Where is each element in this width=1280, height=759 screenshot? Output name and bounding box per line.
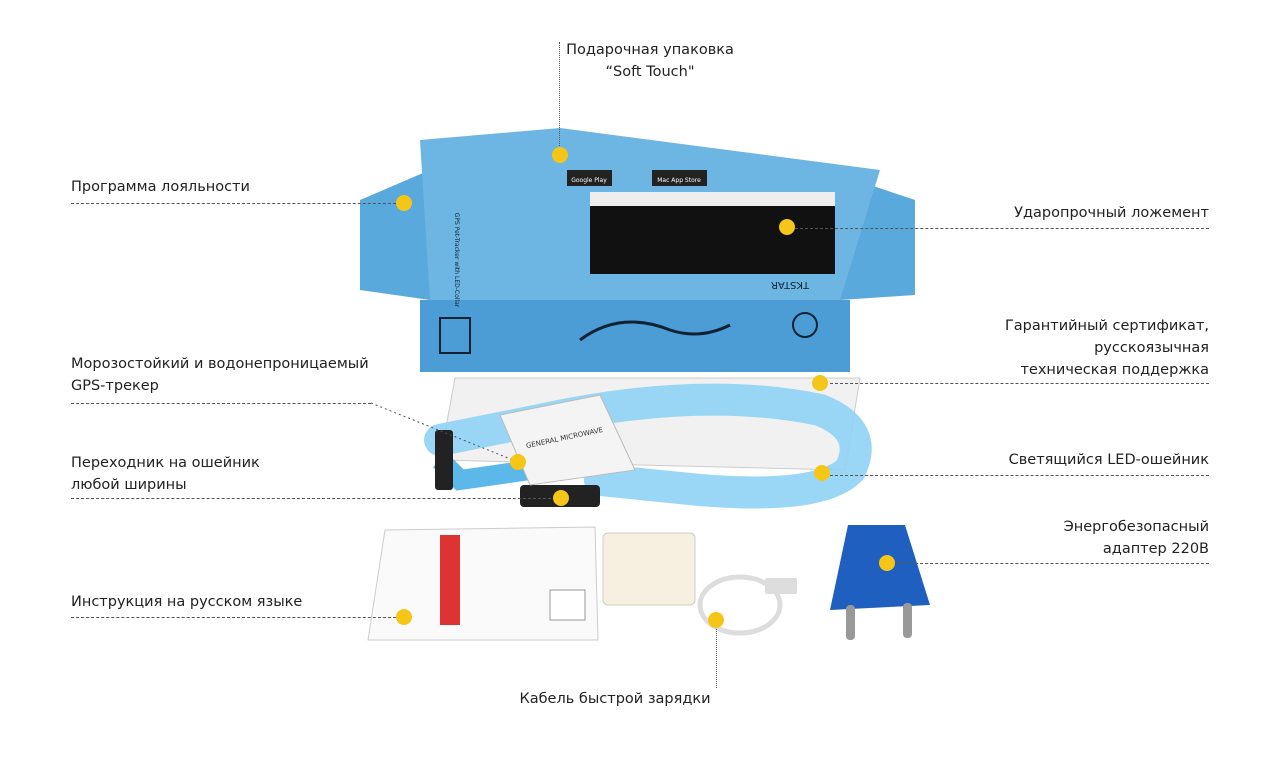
cable-label: Кабель быстрой зарядки	[519, 691, 711, 707]
power-adapter-label-line1: Энергобезопасный	[1063, 519, 1209, 535]
warranty-label-line2: русскоязычная	[1094, 340, 1209, 356]
warranty-leader	[830, 383, 1209, 384]
callout-power-adapter: Энергобезопасный адаптер 220В	[1064, 516, 1209, 560]
manual-marker	[396, 609, 412, 625]
led-collar-leader	[825, 475, 1209, 476]
mac-app-store-badge: Mac App Store	[657, 177, 701, 184]
gift-box-label-line1: Подарочная упаковка	[566, 42, 734, 58]
callout-warranty: Гарантийный сертификат, русскоязычная те…	[1005, 315, 1209, 381]
cable-marker	[708, 612, 724, 628]
gift-box-marker	[552, 147, 568, 163]
collar-adapter-marker	[553, 490, 569, 506]
warranty-marker	[812, 375, 828, 391]
led-collar-marker	[814, 465, 830, 481]
gift-box-label-line2: “Soft Touch"	[605, 64, 695, 80]
loyalty-label: Программа лояльности	[71, 179, 250, 195]
manual-label: Инструкция на русском языке	[71, 594, 303, 610]
warranty-label-line3: техническая поддержка	[1020, 362, 1209, 378]
collar-adapter-label-line1: Переходник на ошейник	[71, 455, 260, 471]
tracker-leader	[71, 403, 371, 404]
loyalty-leader	[71, 203, 401, 204]
box-subtitle: GPS Pet-Tracker with LED-Collar	[453, 213, 460, 308]
collar-adapter-label-line2: любой ширины	[71, 477, 187, 493]
gift-box: Google Play Mac App Store TKSTAR GPS Pet…	[360, 128, 915, 372]
warranty-label-line1: Гарантийный сертификат,	[1004, 318, 1209, 334]
led-collar-label: Светящийся LED-ошейник	[1008, 452, 1209, 468]
shockproof-label: Ударопрочный ложемент	[1014, 205, 1209, 221]
loyalty-marker	[396, 195, 412, 211]
cable-leader	[716, 622, 717, 688]
power-adapter-marker	[879, 555, 895, 571]
brand-logo: TKSTAR	[771, 279, 810, 290]
shockproof-leader	[790, 228, 1209, 229]
callout-collar-adapter: Переходник на ошейник любой ширины	[71, 452, 260, 496]
manual-leader	[71, 617, 401, 618]
tracker-label-line1: Морозостойкий и водонепроницаемый	[71, 356, 369, 372]
google-play-badge: Google Play	[571, 177, 607, 184]
shockproof-marker	[779, 219, 795, 235]
tracker-label-line2: GPS-трекер	[71, 378, 159, 394]
tracker-marker	[510, 454, 526, 470]
power-adapter	[830, 525, 930, 640]
power-adapter-leader	[890, 563, 1209, 564]
callout-tracker: Морозостойкий и водонепроницаемый GPS-тр…	[71, 353, 369, 397]
callout-gift-box: Подарочная упаковка “Soft Touch"	[530, 39, 770, 83]
power-adapter-label-line2: адаптер 220В	[1102, 541, 1209, 557]
collar-adapter-leader	[71, 498, 556, 499]
gift-box-leader	[559, 42, 560, 154]
